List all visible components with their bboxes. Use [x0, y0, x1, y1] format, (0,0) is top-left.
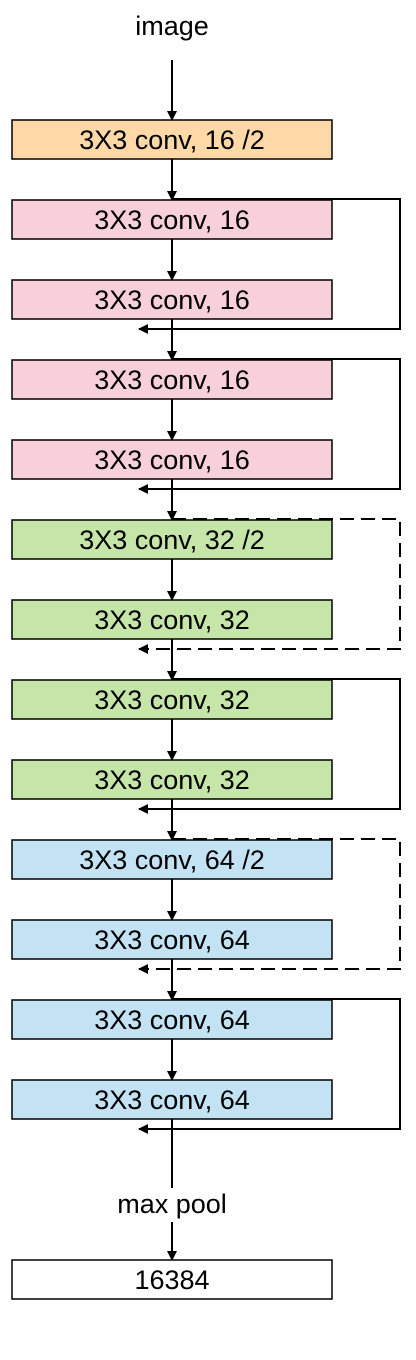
max-pool-label: max pool	[117, 1189, 227, 1219]
layer-node: 3X3 conv, 64 /2	[11, 839, 333, 880]
skip-connection	[138, 518, 401, 654]
layer-label: 3X3 conv, 16	[94, 445, 250, 475]
skip-path	[138, 198, 401, 334]
layer-node: 3X3 conv, 16 /2	[11, 119, 333, 160]
skip-path	[138, 358, 401, 494]
layer-label: 3X3 conv, 16	[94, 205, 250, 235]
layer-box	[11, 999, 333, 1040]
skip-connection	[138, 678, 401, 814]
layers-group: 3X3 conv, 16 /2 3X3 conv, 16 3X3 conv, 16 3…	[11, 119, 333, 1120]
layer-box	[11, 359, 333, 400]
layer-box	[11, 759, 333, 800]
layer-box	[11, 439, 333, 480]
layer-node: 3X3 conv, 16	[11, 199, 333, 240]
layer-node: 3X3 conv, 64	[11, 999, 333, 1040]
layer-box	[11, 519, 333, 560]
input-label: image	[135, 11, 209, 41]
layer-label: 3X3 conv, 32	[94, 765, 250, 795]
layer-box	[11, 839, 333, 880]
skip-connection	[138, 198, 401, 334]
layer-node: 3X3 conv, 64	[11, 1079, 333, 1120]
layer-label: 3X3 conv, 64	[94, 1085, 250, 1115]
layer-box	[11, 279, 333, 320]
skip-connection	[138, 838, 401, 974]
skip-connections-layer	[138, 198, 401, 1134]
layer-label: 3X3 conv, 16 /2	[79, 125, 265, 155]
layer-box	[11, 199, 333, 240]
layer-label: 3X3 conv, 32 /2	[79, 525, 265, 555]
layer-node: 3X3 conv, 64	[11, 919, 333, 960]
skip-connection	[138, 358, 401, 494]
layer-node: 3X3 conv, 32	[11, 759, 333, 800]
output-node: 16384	[11, 1259, 333, 1300]
layer-node: 3X3 conv, 32	[11, 599, 333, 640]
skip-path	[138, 998, 401, 1134]
layer-node: 3X3 conv, 32 /2	[11, 519, 333, 560]
layer-label: 3X3 conv, 64	[94, 925, 250, 955]
layer-node: 3X3 conv, 16	[11, 439, 333, 480]
layer-box	[11, 679, 333, 720]
skip-connection	[138, 998, 401, 1134]
layer-node: 3X3 conv, 16	[11, 279, 333, 320]
output-box	[11, 1259, 333, 1300]
layer-label: 3X3 conv, 16	[94, 365, 250, 395]
output-label: 16384	[134, 1265, 209, 1295]
skip-path	[138, 838, 401, 974]
skip-path	[138, 518, 401, 654]
skip-path	[138, 678, 401, 814]
layer-box	[11, 599, 333, 640]
layer-label: 3X3 conv, 64	[94, 1005, 250, 1035]
layer-box	[11, 1079, 333, 1120]
layer-label: 3X3 conv, 32	[94, 685, 250, 715]
layer-label: 3X3 conv, 16	[94, 285, 250, 315]
layer-node: 3X3 conv, 16	[11, 359, 333, 400]
layer-box	[11, 119, 333, 160]
layer-label: 3X3 conv, 32	[94, 605, 250, 635]
layer-label: 3X3 conv, 64 /2	[79, 845, 265, 875]
layer-box	[11, 919, 333, 960]
layer-node: 3X3 conv, 32	[11, 679, 333, 720]
